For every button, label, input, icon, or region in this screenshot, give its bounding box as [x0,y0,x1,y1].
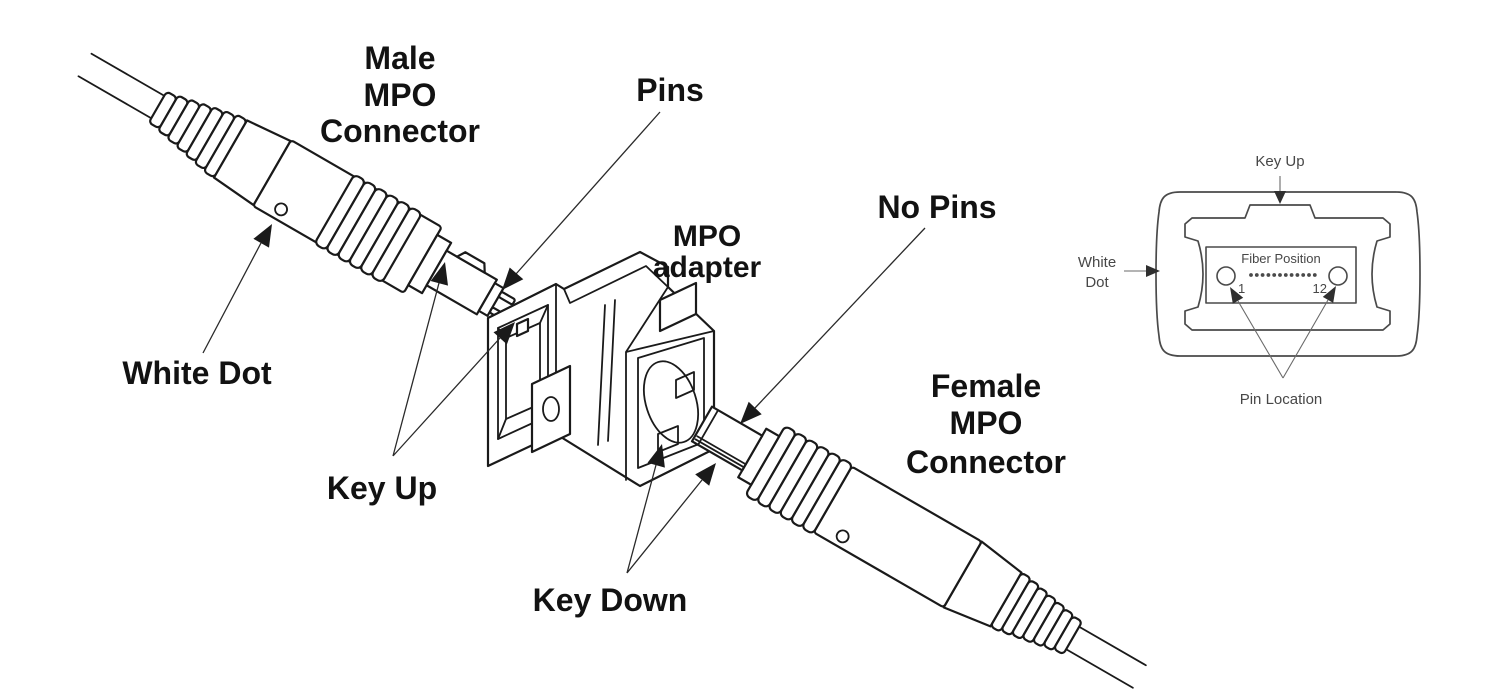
label-key-down: Key Down [533,582,688,618]
adapter-mount-ear [530,364,572,454]
face-view-diagram [1124,176,1421,379]
label-no-pins: No Pins [877,189,996,225]
face-label-pin-1: 1 [1238,281,1245,296]
label-key-up: Key Up [327,470,437,506]
label-male-line2: MPO [364,77,437,113]
label-female-line2: MPO [950,405,1023,441]
face-label-pin-location: Pin Location [1240,391,1323,408]
adapter-mount-hole [542,396,560,422]
label-male-line3: Connector [320,113,480,149]
female-boot-ribs [990,573,1082,655]
adapter-flange [597,299,616,446]
female-grip-ribs [745,426,853,534]
face-key-up-arrow [1274,191,1286,204]
key-down-arrow-female [695,463,716,486]
face-pin-location-leaders [1237,299,1329,379]
face-connector-body [1184,204,1391,331]
face-white-dot-arrow [1146,265,1160,277]
key-up-arrow-adapter [493,322,515,345]
label-adapter-line2: adapter [653,251,762,284]
white-dot-leader-line [202,242,262,354]
label-pins: Pins [636,72,704,108]
adapter-right-port-sleeve [643,360,699,444]
male-ferrule-key [455,251,486,274]
female-ferrule [690,405,764,472]
label-female-line1: Female [931,368,1041,404]
face-pin-arrow-right [1322,286,1336,303]
face-pin-hole-left [1216,266,1236,286]
face-label-key-up: Key Up [1255,153,1304,170]
face-fiber-window [1205,246,1357,304]
label-male-line1: Male [364,40,435,76]
male-white-dot [274,202,288,217]
no-pins-arrow [740,401,762,424]
male-mpo-connector-drawing [77,52,516,321]
label-white-dot: White Dot [122,355,272,391]
diagram-labels: Male MPO Connector Pins White Dot Key Up… [122,40,1327,618]
female-ferrule-key-stripes [694,409,747,469]
face-label-white-dot-line1: White [1078,254,1116,271]
face-pin-arrow-left [1230,287,1244,304]
key-up-arrow-male [430,262,448,286]
label-adapter-line1: MPO [673,220,741,253]
adapter-edges [555,265,715,481]
face-label-pin-12: 12 [1313,281,1327,296]
key-down-arrow-adapter [647,444,665,468]
pins-leader-line [515,111,661,275]
pins-arrow [502,267,524,290]
face-pin-hole-right [1328,266,1348,286]
mpo-adapter-drawing [486,250,716,488]
adapter-right-port-key-notch [657,425,679,453]
adapter-right-port-latch [675,371,695,399]
male-cable [77,52,169,122]
female-cable [1065,625,1147,689]
callout-arrows [202,111,926,574]
face-label-fiber-position: Fiber Position [1241,251,1320,266]
face-label-white-dot-line2: Dot [1085,274,1109,291]
key-up-leader-lines [392,282,501,457]
adapter-top-tab [658,281,698,333]
adapter-left-port-key-notch [515,317,530,338]
male-boot-ribs [149,91,247,178]
label-female-line3: Connector [906,444,1066,480]
female-white-dot [835,529,850,544]
no-pins-leader-line [754,227,926,409]
male-pin-top [498,291,516,306]
female-mpo-connector-drawing [690,405,1147,689]
male-ferrule-cap [477,282,505,317]
male-grip-ribs [315,175,422,282]
key-down-leader-lines [626,464,703,574]
white-dot-arrow [253,224,272,248]
face-fiber-dots [1249,273,1317,277]
